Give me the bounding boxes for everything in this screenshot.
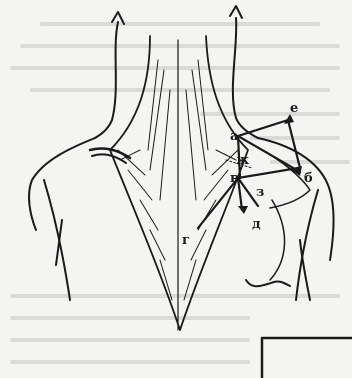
shoulder-left bbox=[29, 138, 95, 230]
label-g: г bbox=[182, 233, 190, 248]
label-v: в bbox=[230, 171, 239, 186]
label-b: б bbox=[304, 171, 313, 186]
ear-right bbox=[230, 6, 242, 18]
neck-outline-right bbox=[233, 18, 258, 138]
muscle-hatching-left bbox=[90, 60, 172, 300]
label-e: е bbox=[290, 101, 298, 116]
neck-outline-left bbox=[95, 22, 118, 138]
scapula-right bbox=[262, 150, 310, 208]
trapezius-outline bbox=[110, 36, 248, 330]
shoulder-right bbox=[258, 138, 334, 260]
label-zh: ж bbox=[236, 153, 249, 168]
scapula-inner bbox=[270, 200, 285, 280]
label-a: а bbox=[230, 129, 239, 144]
label-d: д bbox=[252, 217, 261, 232]
back-right-edge bbox=[300, 240, 310, 300]
arm-left bbox=[44, 180, 70, 300]
box-corner bbox=[262, 338, 352, 378]
hand-curve bbox=[246, 280, 290, 286]
label-z: з bbox=[256, 185, 264, 200]
